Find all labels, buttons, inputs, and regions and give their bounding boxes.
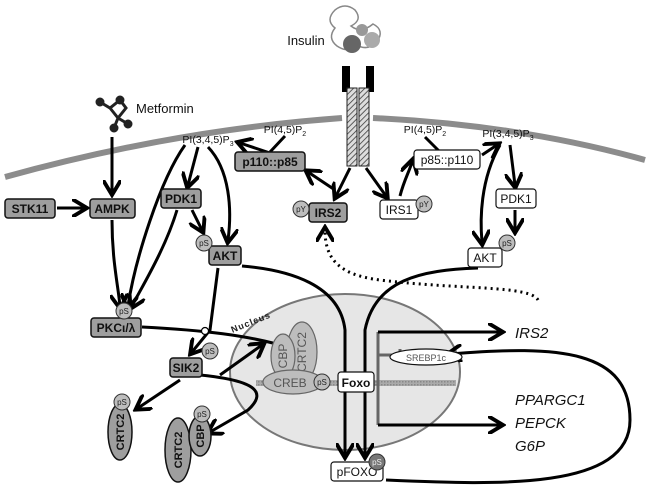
ps-pkc-badge: pS	[115, 302, 133, 320]
pip2-right-label: PI(4,5)P2	[404, 124, 447, 138]
p110-p85-node[interactable]: p110::p85	[234, 151, 306, 172]
ampk-node[interactable]: AMPK	[89, 198, 136, 219]
svg-text:pS: pS	[117, 398, 127, 407]
gene-irs2: IRS2	[515, 325, 549, 342]
irs2-node[interactable]: IRS2	[308, 202, 348, 223]
svg-text:pY: pY	[419, 200, 429, 209]
svg-text:pS: pS	[119, 307, 129, 316]
svg-text:AMPK: AMPK	[94, 202, 130, 216]
pdk1-left-node[interactable]: PDK1	[160, 188, 202, 209]
svg-text:AKT: AKT	[213, 249, 238, 263]
svg-text:STK11: STK11	[12, 202, 49, 216]
sik2-node[interactable]: SIK2	[169, 357, 203, 378]
svg-text:pS: pS	[372, 458, 382, 467]
svg-text:AKT: AKT	[473, 251, 497, 265]
crtc2-complex-node[interactable]: CRTC2	[164, 417, 192, 483]
pathway-edges	[57, 134, 632, 485]
gene-ppargc1: PPARGC1	[515, 392, 586, 409]
pip3-right-label: PI(3,4,5)P3	[482, 128, 533, 142]
p85-p110-node[interactable]: p85::p110	[413, 149, 481, 170]
ps-crtc2-badge: pS	[113, 393, 131, 411]
metformin-molecule-icon	[95, 95, 133, 133]
cbp-nuclear: CBP	[270, 333, 296, 379]
svg-text:pFOXO: pFOXO	[337, 465, 378, 479]
svg-text:PDK1: PDK1	[500, 192, 532, 206]
stk11-node[interactable]: STK11	[4, 198, 56, 219]
gene-pepck: PEPCK	[515, 415, 567, 432]
svg-text:CREB: CREB	[273, 376, 306, 390]
cbp-complex-node[interactable]: CBP	[188, 415, 212, 457]
svg-text:p85::p110: p85::p110	[421, 153, 474, 167]
svg-text:CBP: CBP	[195, 424, 207, 447]
svg-text:pS: pS	[317, 378, 327, 387]
pip3-left-label: PI(3,4,5)P3	[182, 134, 233, 148]
svg-text:pS: pS	[199, 239, 209, 248]
svg-text:IRS2: IRS2	[315, 206, 342, 220]
ps-cbp-badge: pS	[193, 405, 211, 423]
svg-text:CRTC2: CRTC2	[115, 414, 127, 451]
svg-text:PDK1: PDK1	[165, 192, 197, 206]
py-irs1-badge: pY	[415, 195, 433, 213]
akt-left-node[interactable]: AKT	[208, 245, 242, 266]
ps-akt-right-badge: pS	[498, 234, 516, 252]
pip2-left-label: PI(4,5)P2	[264, 124, 307, 138]
py-irs2-badge: pY	[292, 200, 310, 218]
akt-right-node[interactable]: AKT	[467, 247, 503, 268]
svg-text:CRTC2: CRTC2	[295, 332, 309, 372]
svg-text:pS: pS	[502, 239, 512, 248]
pdk1-right-node[interactable]: PDK1	[495, 188, 537, 209]
svg-text:p110::p85: p110::p85	[242, 155, 298, 169]
gene-g6p: G6P	[515, 438, 545, 455]
svg-text:Foxo: Foxo	[342, 376, 371, 390]
srebp1c-node[interactable]: SREBP1c	[389, 348, 463, 366]
creb-nuclear: CREB	[262, 369, 324, 395]
ps-akt-left-badge: pS	[195, 234, 213, 252]
svg-text:SREBP1c: SREBP1c	[406, 353, 447, 363]
metformin-label: Metformin	[136, 101, 194, 116]
ps-creb-badge: pS	[313, 373, 331, 391]
svg-text:pY: pY	[296, 205, 306, 214]
cell-membrane	[4, 115, 646, 180]
insulin-structure-icon	[329, 5, 381, 53]
insulin-label: Insulin	[287, 33, 325, 48]
svg-text:IRS1: IRS1	[386, 203, 413, 217]
junction-node	[200, 326, 210, 336]
foxo-node[interactable]: Foxo	[337, 371, 375, 393]
svg-text:CRTC2: CRTC2	[173, 432, 185, 469]
ps-pfoxo-badge: pS	[368, 453, 386, 471]
svg-text:CBP: CBP	[276, 344, 290, 369]
svg-text:SIK2: SIK2	[173, 361, 200, 375]
svg-text:PKCι/λ: PKCι/λ	[97, 321, 136, 335]
ps-sik2-badge: pS	[201, 342, 219, 360]
crtc2-phospho-node[interactable]: CRTC2	[107, 403, 133, 461]
svg-text:pS: pS	[197, 410, 207, 419]
svg-text:pS: pS	[205, 347, 215, 356]
pkc-node[interactable]: PKCι/λ	[90, 317, 142, 338]
insulin-receptor	[342, 66, 374, 167]
irs1-node[interactable]: IRS1	[379, 199, 419, 220]
